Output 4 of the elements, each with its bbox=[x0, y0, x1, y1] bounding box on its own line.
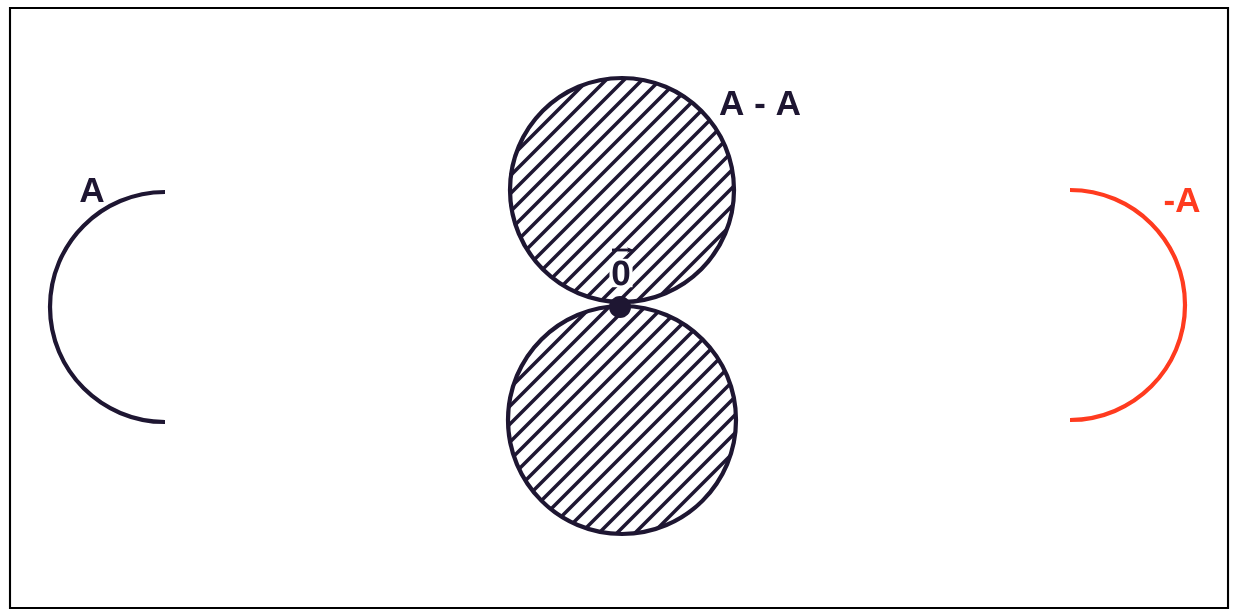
label: A - A bbox=[719, 90, 801, 116]
label: A bbox=[80, 177, 104, 203]
label: -A bbox=[1164, 187, 1200, 213]
label: 0 bbox=[609, 258, 633, 288]
